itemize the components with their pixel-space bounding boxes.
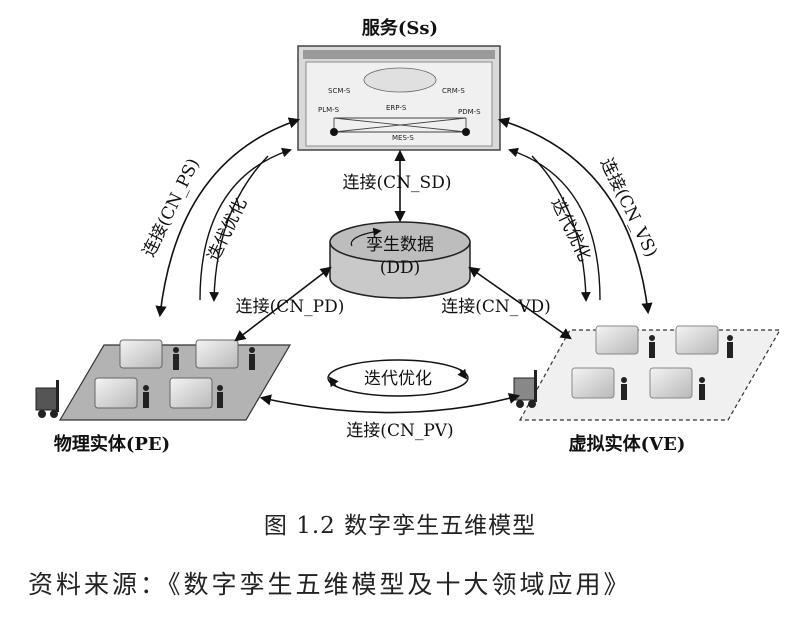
iteration-loop-bottom bbox=[327, 359, 469, 397]
cn-pv-arrow bbox=[259, 392, 521, 414]
cn-vs-arrow bbox=[497, 117, 653, 315]
twin-data-abbr: (DD) bbox=[380, 258, 421, 278]
virtual-machine bbox=[571, 325, 719, 399]
physical-entity-label: 物理实体(PE) bbox=[54, 433, 170, 455]
figure-caption: 图 1.2 数字孪生五维模型 bbox=[263, 513, 537, 539]
physical-machine bbox=[94, 339, 239, 409]
screen-pdm-label: PDM-S bbox=[458, 108, 481, 116]
virtual-entity-label: 虚拟实体(VE) bbox=[569, 433, 686, 455]
cn-ps-arrow bbox=[155, 117, 301, 318]
service-title: 服务(Ss) bbox=[362, 17, 438, 39]
virtual-entity-platform bbox=[513, 325, 782, 421]
virtual-worker bbox=[621, 335, 733, 400]
iteration-loop-right-return bbox=[531, 155, 591, 302]
cn-ps-label: 连接(CN_PS) bbox=[139, 155, 204, 260]
iteration-loop-left bbox=[199, 147, 292, 301]
service-screen: SCM-S CRM-S ERP-S PLM-S PDM-S MES-S bbox=[297, 45, 501, 151]
digital-twin-five-dimension-diagram: 服务(Ss) SCM-S CRM-S ERP-S PLM-S PDM-S MES… bbox=[35, 17, 782, 455]
screen-crm-label: CRM-S bbox=[442, 87, 465, 95]
source-note: 资料来源：《数字孪生五维模型及十大领域应用》 bbox=[28, 570, 632, 599]
screen-scm-label: SCM-S bbox=[328, 87, 351, 95]
physical-forklift bbox=[35, 380, 59, 418]
screen-plm-label: PLM-S bbox=[318, 106, 340, 114]
cn-vd-arrow bbox=[468, 266, 572, 340]
cn-vd-label: 连接(CN_VD) bbox=[441, 297, 551, 317]
twin-data-label: 孪生数据 bbox=[366, 235, 434, 255]
virtual-forklift bbox=[513, 370, 537, 408]
physical-entity-platform bbox=[35, 339, 292, 421]
screen-mes-label: MES-S bbox=[392, 134, 414, 142]
cn-pd-label: 连接(CN_PD) bbox=[236, 297, 345, 317]
iteration-label-bottom: 迭代优化 bbox=[364, 369, 432, 389]
cn-pv-label: 连接(CN_PV) bbox=[346, 421, 453, 441]
iteration-loop-left-return bbox=[209, 155, 269, 302]
iteration-label-right: 迭代优化 bbox=[547, 195, 595, 265]
screen-erp-label: ERP-S bbox=[386, 104, 407, 112]
iteration-loop-right bbox=[508, 147, 601, 301]
twin-data-cylinder: 孪生数据 (DD) bbox=[329, 221, 471, 299]
cn-vs-label: 连接(CN_VS) bbox=[596, 155, 661, 260]
physical-worker bbox=[143, 347, 255, 408]
cn-sd-label: 连接(CN_SD) bbox=[343, 173, 452, 193]
cn-pd-arrow bbox=[234, 266, 332, 342]
